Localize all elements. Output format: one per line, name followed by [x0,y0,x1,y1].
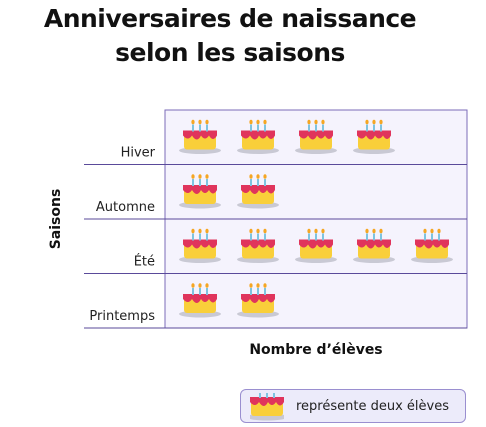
cake-icon [353,119,395,154]
legend-text: représente deux élèves [296,399,449,414]
category-label: Automne [96,200,155,215]
chart-title: Anniversaires de naissance selon les sai… [0,2,460,70]
cake-icon [411,228,453,263]
chart-title-line-2: selon les saisons [115,38,345,67]
category-label: Hiver [121,146,156,161]
y-axis-label: Saisons [48,189,64,250]
cake-icon [179,119,221,154]
category-label: Printemps [89,309,155,324]
legend-cake-icon [250,393,284,421]
cake-icon [179,174,221,209]
cake-icon [250,393,284,421]
cake-icon [237,119,279,154]
cake-icon [295,119,337,154]
chart-title-line-1: Anniversaires de naissance [43,4,417,33]
cake-icon [295,228,337,263]
cake-icon [237,174,279,209]
cake-icon [237,283,279,318]
cake-icon [353,228,395,263]
x-axis-label: Nombre d’élèves [249,342,382,358]
cake-icon [237,228,279,263]
category-label: Été [134,254,155,270]
cake-icon [179,228,221,263]
legend: représente deux élèves [240,389,466,423]
cake-icon [179,283,221,318]
